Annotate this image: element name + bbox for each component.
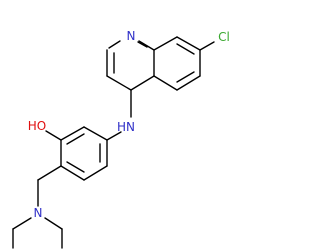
bond xyxy=(66,161,85,173)
bond xyxy=(176,71,195,83)
bond xyxy=(106,131,122,141)
amine-nitrogen-label: H​N xyxy=(117,120,135,134)
bond xyxy=(153,36,178,51)
bond xyxy=(66,133,85,145)
bond xyxy=(37,165,62,181)
bond xyxy=(108,40,121,49)
bond xyxy=(12,217,32,230)
bond xyxy=(176,43,195,55)
bond xyxy=(106,75,132,91)
bond xyxy=(138,40,155,51)
bond xyxy=(176,36,201,51)
bond xyxy=(83,126,108,141)
bond xyxy=(60,126,85,141)
quinoline-nitrogen-label: N xyxy=(127,29,136,43)
diethylamino-nitrogen-label: N xyxy=(34,206,43,220)
chlorine-label: Cl xyxy=(218,30,230,44)
bond xyxy=(199,41,215,51)
bond xyxy=(176,75,201,91)
bond xyxy=(130,75,155,91)
bond xyxy=(153,75,178,91)
atom-labels: Cl N H​N HO N xyxy=(28,29,230,220)
hydroxyl-label: HO xyxy=(28,119,46,133)
bond xyxy=(60,165,85,181)
bond xyxy=(83,165,108,181)
bonds xyxy=(12,36,215,249)
molecule-structure: Cl N H​N HO N xyxy=(12,29,230,249)
bond xyxy=(44,217,63,230)
bond xyxy=(137,41,148,48)
bond xyxy=(45,130,62,141)
